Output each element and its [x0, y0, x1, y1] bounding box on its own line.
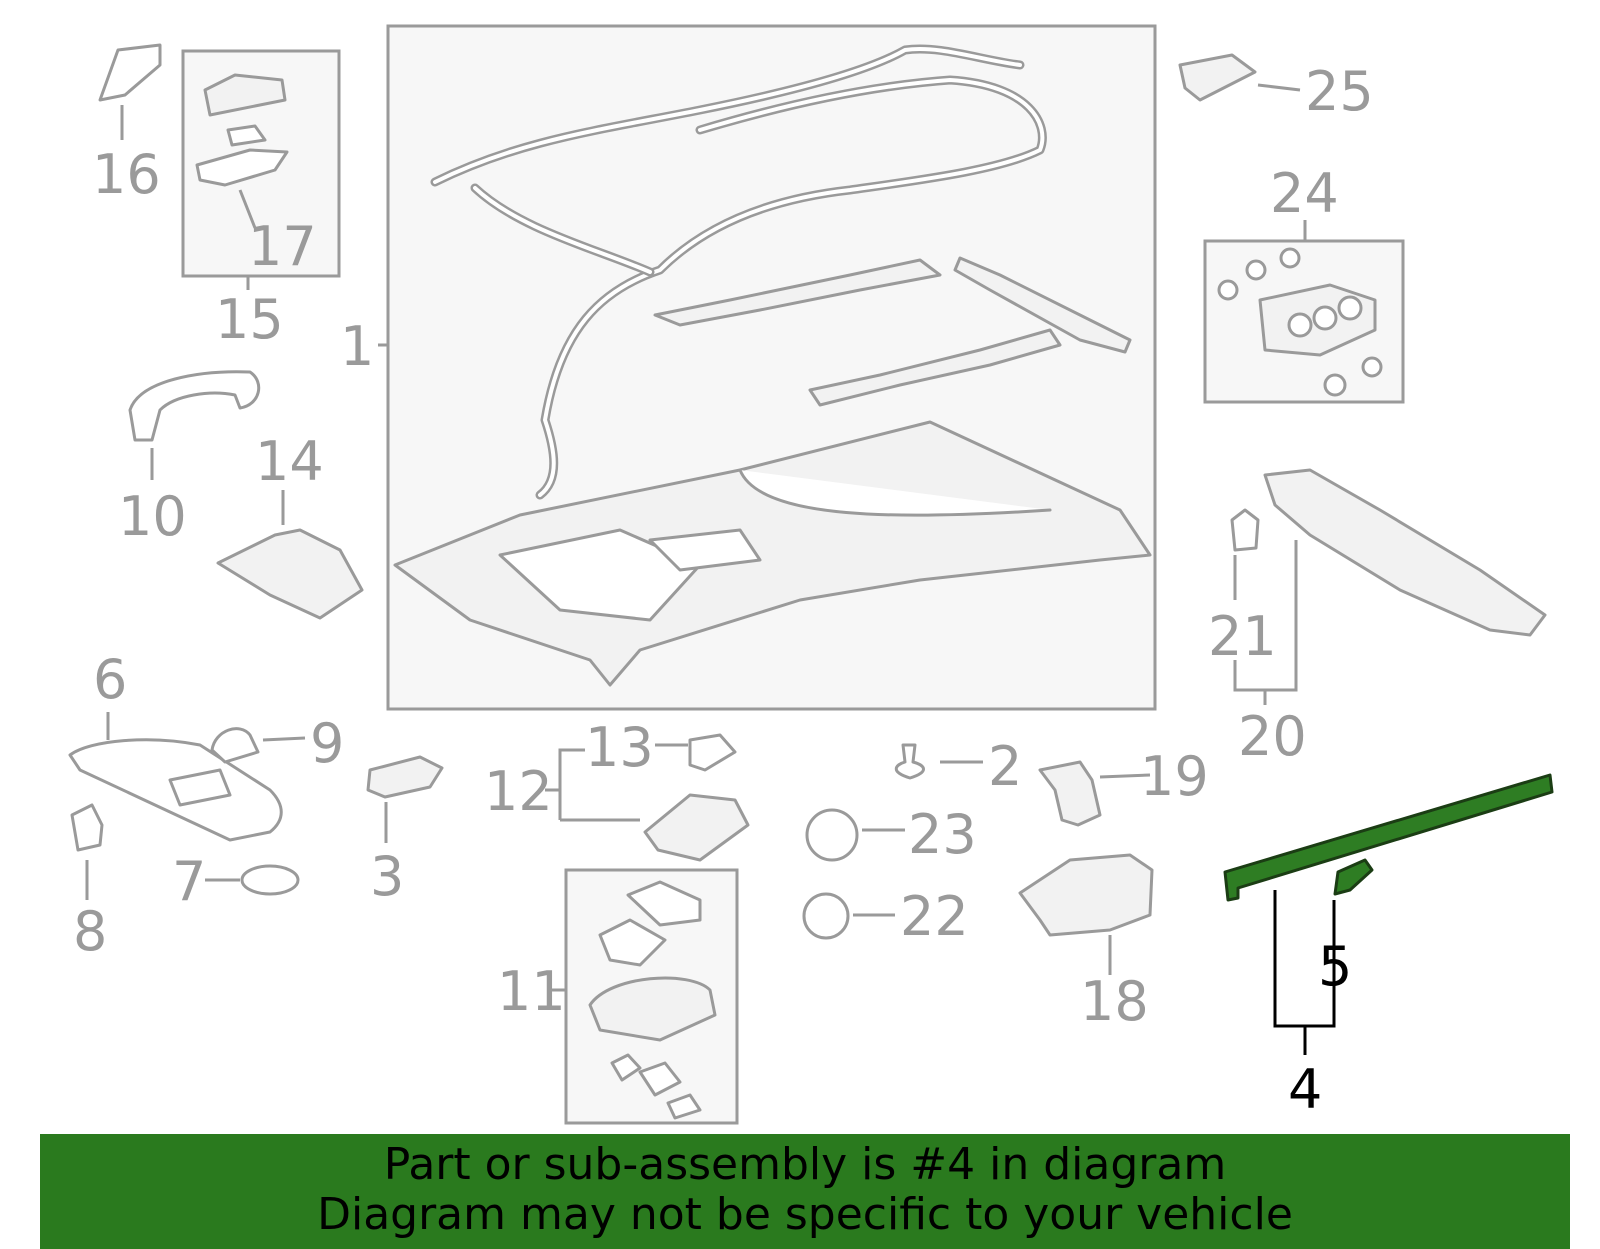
part-10-grab-handle	[128, 370, 261, 442]
console-parts-11	[588, 880, 717, 1120]
banner-line-1: Part or sub-assembly is #4 in diagram	[383, 1139, 1227, 1190]
callout-24: 24	[1270, 162, 1339, 225]
part-2-pin	[894, 743, 925, 780]
part-20-trim	[1263, 468, 1547, 637]
part-23-grommet	[805, 808, 859, 862]
callout-15: 15	[215, 288, 284, 351]
part-18-lamp	[1018, 853, 1154, 937]
part-22-grommet	[802, 892, 850, 940]
part-13-clip	[688, 733, 737, 772]
callout-16: 16	[92, 143, 161, 206]
callout-5: 5	[1318, 935, 1352, 998]
banner-line-2: Diagram may not be specific to your vehi…	[317, 1189, 1293, 1240]
callout-9: 9	[310, 712, 344, 775]
callout-6: 6	[93, 648, 127, 711]
callout-21: 21	[1208, 605, 1277, 668]
roof-reinforcements	[653, 256, 1132, 407]
leader-lines	[85, 83, 1336, 1055]
map-lamp-parts	[195, 73, 289, 187]
callout-20: 20	[1238, 705, 1307, 768]
visor-mirror	[168, 768, 232, 807]
part-16-shape	[98, 43, 162, 102]
part-5-clip	[1333, 858, 1374, 896]
info-banner: Part or sub-assembly is #4 in diagram Di…	[40, 1134, 1570, 1249]
part-25-shape	[1178, 53, 1257, 102]
headliner-panel	[393, 420, 1152, 687]
callout-14: 14	[255, 430, 324, 493]
part-14-bracket	[216, 528, 364, 620]
callout-25: 25	[1305, 60, 1374, 123]
overhead-console-parts	[1217, 247, 1383, 397]
callout-13: 13	[585, 716, 654, 779]
callout-17: 17	[248, 215, 317, 278]
callout-22: 22	[900, 885, 969, 948]
part-4-weatherstrip	[1223, 773, 1554, 902]
callout-12: 12	[484, 760, 553, 823]
callout-7: 7	[172, 850, 206, 913]
part-19-connector	[1038, 760, 1102, 827]
part-7-cap	[240, 864, 300, 896]
roof-wire-harness	[430, 44, 1047, 500]
part-21-clip	[1230, 508, 1260, 552]
callout-19: 19	[1140, 745, 1209, 808]
callout-11: 11	[497, 960, 566, 1023]
callout-23: 23	[908, 803, 977, 866]
part-9-holder	[210, 727, 260, 764]
callout-3: 3	[370, 845, 404, 908]
callout-10: 10	[118, 485, 187, 548]
callout-8: 8	[73, 900, 107, 963]
callout-labels: 1 2 3 4 5 6 7 8 9 10 11 12 13 14 15 16 1…	[73, 60, 1374, 1121]
callout-4: 4	[1288, 1058, 1322, 1121]
part-12-console	[643, 793, 750, 862]
callout-18: 18	[1080, 970, 1149, 1033]
part-8-clip	[70, 803, 104, 852]
callout-1: 1	[340, 315, 374, 378]
callout-2: 2	[988, 735, 1022, 798]
part-3-lamp	[366, 755, 444, 799]
